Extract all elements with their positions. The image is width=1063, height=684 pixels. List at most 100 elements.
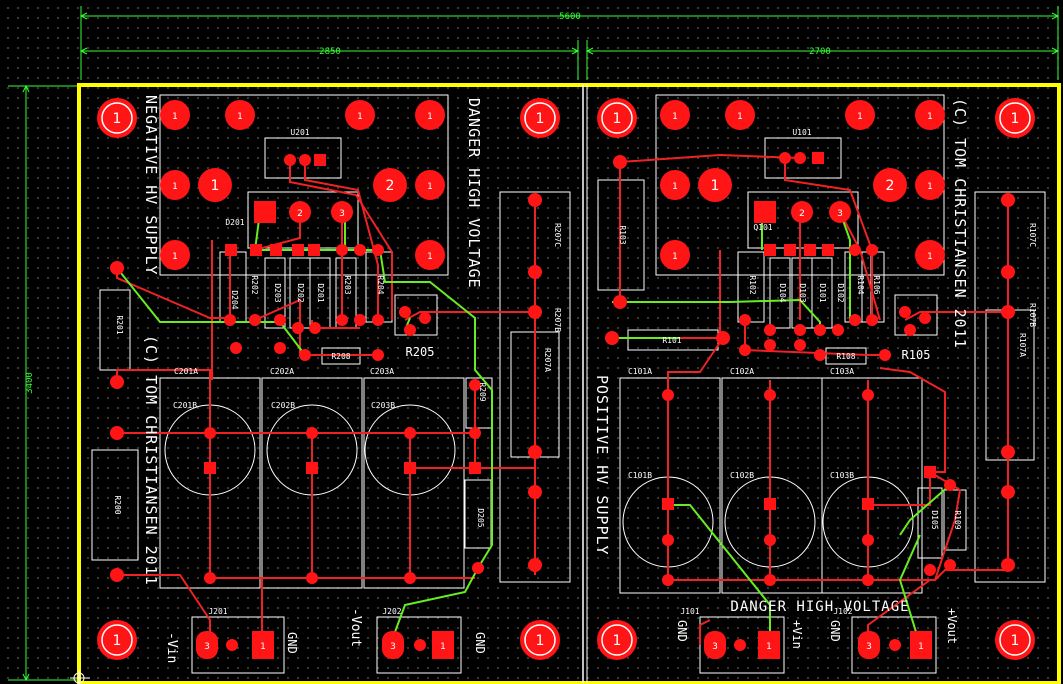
svg-text:R107A: R107A <box>1018 333 1027 357</box>
component-labels-right: U101 Q101 R103 R101 R102 D104 D103 D101 … <box>618 128 1037 616</box>
svg-text:C203A: C203A <box>370 367 394 376</box>
svg-text:2: 2 <box>799 209 805 219</box>
pad-numbers: 1 1 1 1 1 1 1 1 1 2 1 2 1 1 1 1 1 1 1 1 … <box>113 111 1020 652</box>
svg-text:1: 1 <box>711 178 720 194</box>
svg-text:R108: R108 <box>836 352 855 361</box>
left-board-warning: DANGER HIGH VOLTAGE <box>465 98 483 289</box>
svg-text:D105: D105 <box>930 510 939 529</box>
pads-left <box>97 98 560 660</box>
svg-text:R207C: R207C <box>553 223 562 247</box>
svg-text:R107C: R107C <box>1028 223 1037 247</box>
j101-right-label: +Vin <box>790 620 804 649</box>
right-board-copyright: (C) TOM CHRISTIANSEN 2011 <box>951 98 969 349</box>
svg-text:1: 1 <box>211 178 220 194</box>
svg-text:1: 1 <box>536 111 545 127</box>
component-labels-left: U201 D201 R201 R200 R202 D204 D203 D202 … <box>113 128 562 616</box>
svg-text:3: 3 <box>837 209 843 219</box>
board-outline <box>77 83 1061 684</box>
svg-text:R200: R200 <box>113 495 122 514</box>
svg-text:D203: D203 <box>273 283 282 302</box>
svg-text:1: 1 <box>1011 111 1020 127</box>
svg-text:D103: D103 <box>798 283 807 302</box>
dim-height: 3400 <box>25 372 35 394</box>
svg-text:C102A: C102A <box>730 367 754 376</box>
svg-text:1: 1 <box>113 633 122 649</box>
j201-right-label: GND <box>285 632 299 654</box>
svg-text:D104: D104 <box>778 283 787 302</box>
svg-text:U101: U101 <box>792 128 811 137</box>
svg-text:1: 1 <box>427 252 433 262</box>
svg-text:C101B: C101B <box>628 471 652 480</box>
svg-text:R101: R101 <box>662 336 681 345</box>
svg-text:1: 1 <box>927 252 933 262</box>
j102-left-label: GND <box>828 620 842 642</box>
svg-text:3: 3 <box>712 642 718 652</box>
svg-text:1: 1 <box>237 112 243 122</box>
j201-left-label: -Vin <box>164 632 179 663</box>
svg-text:1: 1 <box>737 112 743 122</box>
svg-text:C103A: C103A <box>830 367 854 376</box>
svg-text:D202: D202 <box>296 283 305 302</box>
right-board-warning: DANGER HIGH VOLTAGE <box>730 599 909 615</box>
svg-text:1: 1 <box>927 112 933 122</box>
svg-text:R201: R201 <box>115 315 124 334</box>
svg-text:D101: D101 <box>818 283 827 302</box>
svg-text:2: 2 <box>297 209 303 219</box>
board-text-left: NEGATIVE HV SUPPLY (C) TOM CHRISTIANSEN … <box>142 95 487 663</box>
svg-text:J102: J102 <box>833 607 852 616</box>
svg-text:2: 2 <box>886 178 895 194</box>
svg-text:1: 1 <box>172 112 178 122</box>
board-text-right: (C) TOM CHRISTIANSEN 2011 POSITIVE HV SU… <box>593 98 969 649</box>
left-board-copyright: (C) TOM CHRISTIANSEN 2011 <box>142 335 160 586</box>
svg-text:3: 3 <box>390 642 396 652</box>
dim-right-width: 2700 <box>809 47 831 57</box>
svg-text:1: 1 <box>427 112 433 122</box>
svg-text:J202: J202 <box>382 607 401 616</box>
svg-text:R204: R204 <box>376 275 385 294</box>
svg-text:U201: U201 <box>290 128 309 137</box>
svg-text:1: 1 <box>613 111 622 127</box>
svg-text:D201: D201 <box>316 283 325 302</box>
j202-right-label: GND <box>473 632 487 654</box>
svg-text:1: 1 <box>427 182 433 192</box>
j102-right-label: +Vout <box>945 608 959 644</box>
svg-text:1: 1 <box>357 112 363 122</box>
svg-text:1: 1 <box>672 112 678 122</box>
svg-text:R103: R103 <box>618 225 627 244</box>
svg-text:1: 1 <box>766 642 772 652</box>
svg-text:J201: J201 <box>208 607 227 616</box>
svg-text:C101A: C101A <box>628 367 652 376</box>
svg-text:R208: R208 <box>331 352 350 361</box>
svg-text:R104: R104 <box>856 275 865 294</box>
svg-text:D205: D205 <box>476 508 485 527</box>
svg-text:1: 1 <box>672 252 678 262</box>
svg-text:3: 3 <box>204 642 210 652</box>
svg-text:R102: R102 <box>748 275 757 294</box>
svg-text:C203B: C203B <box>371 401 395 410</box>
svg-text:3: 3 <box>339 209 345 219</box>
svg-text:1: 1 <box>613 633 622 649</box>
dim-left-width: 2850 <box>319 47 341 57</box>
j202-left-label: -Vout <box>348 608 363 647</box>
svg-text:D201: D201 <box>225 218 244 227</box>
svg-text:1: 1 <box>1011 633 1020 649</box>
svg-text:R209: R209 <box>478 382 487 401</box>
svg-text:1: 1 <box>857 112 863 122</box>
svg-text:R207B: R207B <box>553 308 562 332</box>
svg-text:Q101: Q101 <box>753 223 772 232</box>
svg-text:R207A: R207A <box>543 348 552 372</box>
svg-text:1: 1 <box>536 633 545 649</box>
svg-text:C202B: C202B <box>271 401 295 410</box>
dim-total-width: 5600 <box>559 12 581 22</box>
svg-text:R203: R203 <box>343 275 352 294</box>
left-board-title: NEGATIVE HV SUPPLY <box>142 95 160 276</box>
svg-text:R202: R202 <box>250 275 259 294</box>
svg-text:R107B: R107B <box>1028 303 1037 327</box>
svg-text:1: 1 <box>927 182 933 192</box>
origin-marker <box>70 670 90 684</box>
svg-text:1: 1 <box>440 642 446 652</box>
svg-text:1: 1 <box>672 182 678 192</box>
svg-text:1: 1 <box>113 111 122 127</box>
